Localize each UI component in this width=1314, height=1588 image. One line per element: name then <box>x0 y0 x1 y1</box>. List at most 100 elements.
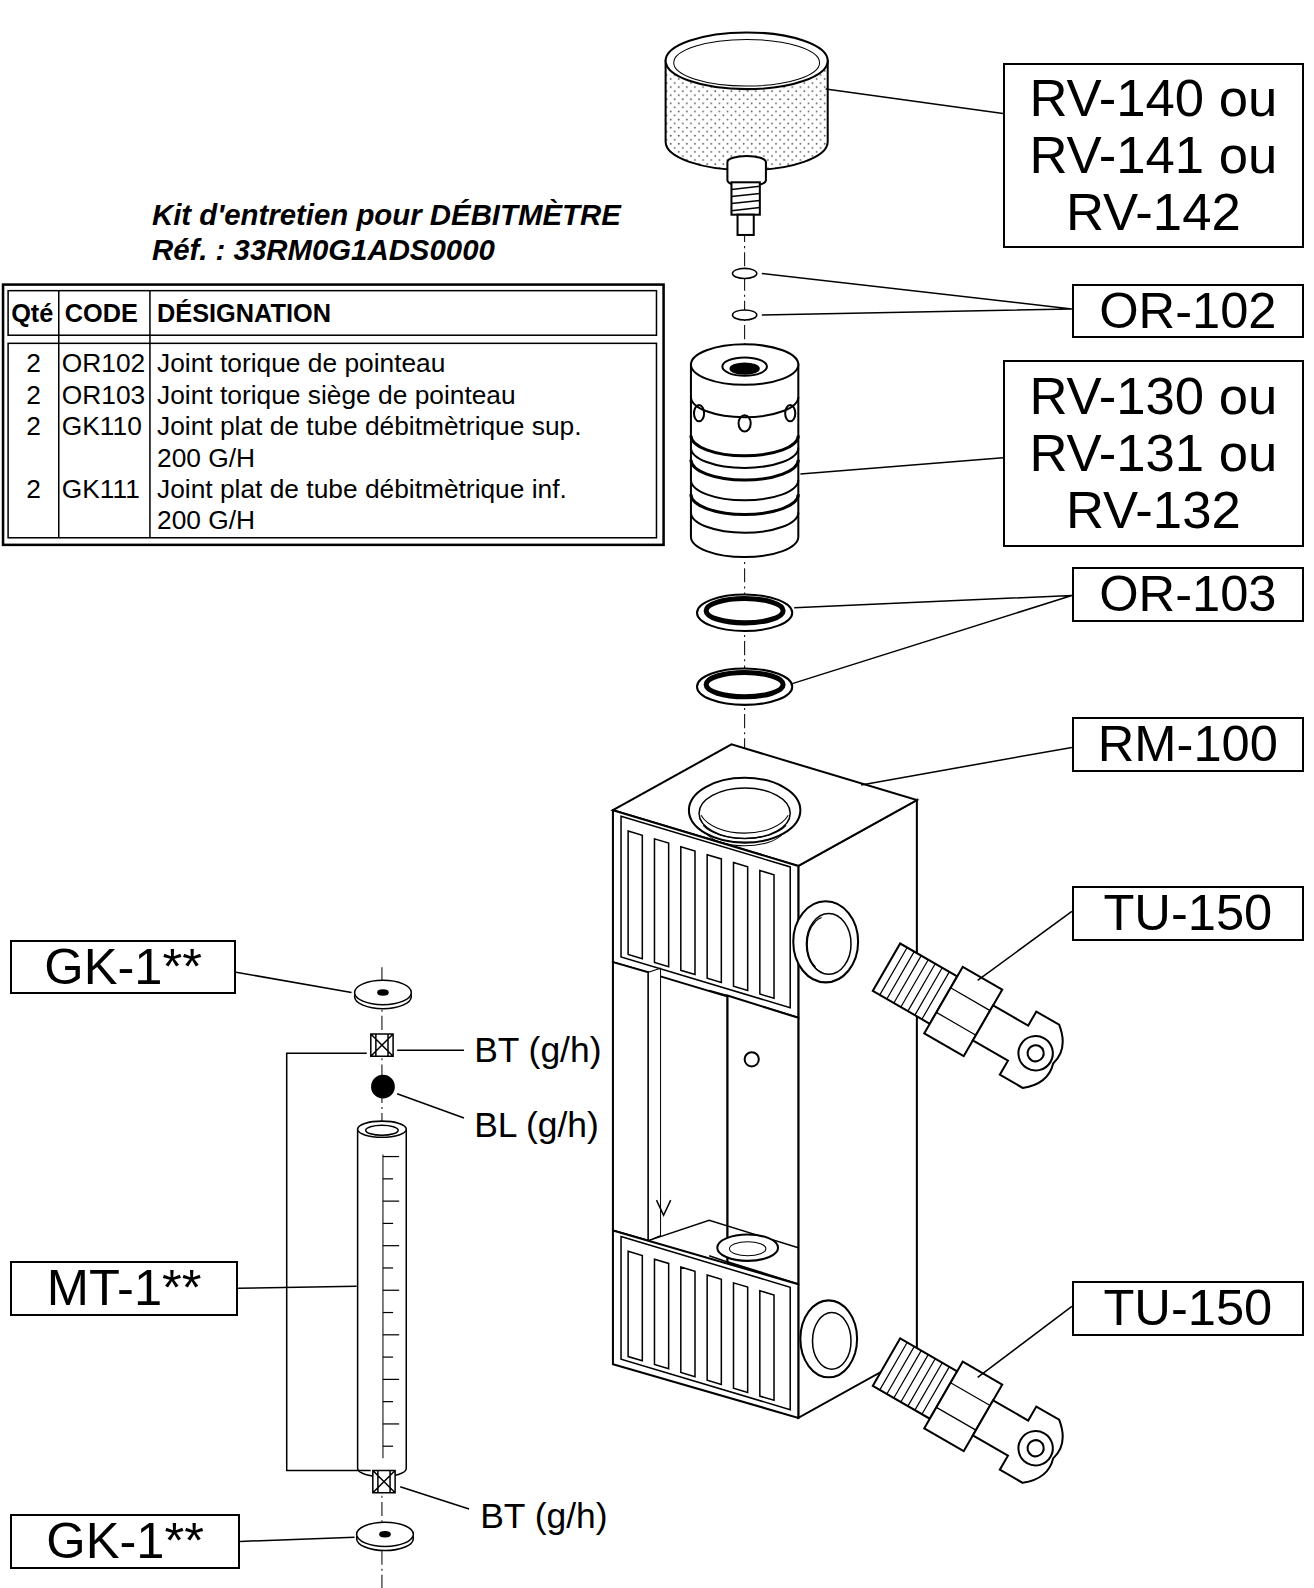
needle-seat <box>691 512 798 532</box>
table-header: DÉSIGNATION <box>157 298 331 329</box>
table-frame <box>3 285 664 545</box>
flowmeter-body <box>699 788 790 839</box>
quantity-cell: 2 <box>26 348 41 379</box>
designation-cell: Joint torique siège de pointeau <box>157 380 608 411</box>
vent-slot <box>681 1267 695 1377</box>
slot-frame <box>621 816 790 1007</box>
needle-o-rings <box>732 268 756 278</box>
part-label-box: TU-150 <box>1072 886 1304 941</box>
part-label-box: OR-102 <box>1072 284 1304 339</box>
part-code: RV-140 ou RV-141 ou RV-142 <box>1011 70 1296 241</box>
needle-seat <box>691 397 798 417</box>
part-code: OR-102 <box>1099 286 1276 337</box>
designation-cell: Joint plat de tube débitmètrique sup. 20… <box>157 411 608 474</box>
part-code: TU-150 <box>1103 1283 1272 1334</box>
metering-tube-stack <box>366 1125 398 1135</box>
designation-cell: Joint torique de pointeau <box>157 348 608 379</box>
flowmeter-body <box>613 962 648 1241</box>
vent-slot <box>654 839 668 967</box>
metering-tube-stack <box>355 980 414 1550</box>
metering-tube-stack <box>358 1121 407 1137</box>
tube-fitting <box>965 1386 1073 1490</box>
part-label: BT (g/h) <box>480 1496 607 1537</box>
leader-line <box>397 1094 464 1118</box>
needle-seat <box>691 344 798 557</box>
leader-line <box>238 1286 357 1288</box>
vent-slot <box>681 847 695 975</box>
metering-tube-stack <box>378 990 388 995</box>
vent-slot <box>628 831 642 959</box>
needle-seat <box>730 364 758 374</box>
scale-tick <box>383 1379 399 1380</box>
flowmeter-body <box>729 1242 765 1256</box>
tube-fitting <box>867 934 1073 1098</box>
metering-tube-stack <box>355 980 412 1004</box>
table-header: Qté <box>11 298 53 329</box>
flowmeter-body <box>717 1235 778 1261</box>
tube-fitting <box>965 991 1073 1095</box>
scale-tick <box>383 1178 393 1179</box>
leader-line <box>287 1053 371 1470</box>
scale-tick <box>383 1267 393 1268</box>
table-frame <box>149 291 151 538</box>
part-label: BL (g/h) <box>474 1105 599 1146</box>
flowmeter-body <box>800 1300 857 1377</box>
leader-line <box>861 747 1072 784</box>
needle-seat <box>691 480 798 500</box>
kit-reference: Réf. : 33RM0G1ADS0000 <box>152 234 495 265</box>
table-frame <box>58 291 60 538</box>
adjusting-knob <box>731 182 759 214</box>
part-label-box: OR-103 <box>1072 567 1304 622</box>
part-label-box: TU-150 <box>1072 1281 1304 1336</box>
needle-o-rings <box>732 268 756 320</box>
metering-tube-stack <box>380 1532 390 1537</box>
scale-tick <box>383 1334 399 1335</box>
leader-line <box>240 1537 354 1541</box>
flowmeter-body <box>793 901 858 982</box>
metering-tube-stack <box>358 1129 407 1476</box>
leader-line <box>236 89 1072 1541</box>
flowmeter-body <box>656 1200 670 1215</box>
vent-slot <box>707 1275 721 1385</box>
tube-fitting <box>1025 1042 1047 1064</box>
table-header: CODE <box>65 298 138 329</box>
part-label-box: MT-1** <box>10 1261 238 1316</box>
adjusting-knob <box>666 32 828 235</box>
flowmeter-body <box>807 918 822 973</box>
vent-slot <box>628 1251 642 1361</box>
leader-line <box>792 596 1072 684</box>
metering-tube-stack <box>357 1522 414 1546</box>
table-frame <box>8 291 656 336</box>
needle-seat <box>691 460 798 480</box>
metering-tube-stack <box>372 1076 394 1098</box>
flowmeter-body <box>613 1230 798 1417</box>
flowmeter-body <box>813 1313 851 1370</box>
flowmeter-body <box>745 1052 759 1066</box>
flowmeter-body <box>701 815 788 846</box>
needle-o-rings <box>732 310 756 320</box>
leader-line <box>236 972 351 992</box>
metering-tube-stack <box>371 1034 393 1056</box>
vent-slot <box>707 855 721 983</box>
part-label-box: RM-100 <box>1072 717 1304 772</box>
vent-slot <box>760 870 774 998</box>
code-cell: OR102 <box>62 348 145 379</box>
scale-tick <box>383 1223 393 1224</box>
adjusting-knob <box>674 39 820 86</box>
code-cell: OR103 <box>62 380 145 411</box>
quantity-cell: 2 <box>26 380 41 411</box>
part-code: RM-100 <box>1098 719 1278 770</box>
leader-line <box>397 1049 464 1051</box>
scale-tick <box>383 1446 393 1447</box>
needle-seat <box>691 448 798 468</box>
seat-o-rings <box>697 594 792 704</box>
adjusting-knob <box>666 32 828 89</box>
part-code: GK-1** <box>46 1516 204 1567</box>
metering-tube-stack <box>373 1471 395 1493</box>
part-label-box: GK-1** <box>10 1514 240 1569</box>
vent-slot <box>733 863 747 991</box>
slot-frame <box>621 1237 790 1410</box>
